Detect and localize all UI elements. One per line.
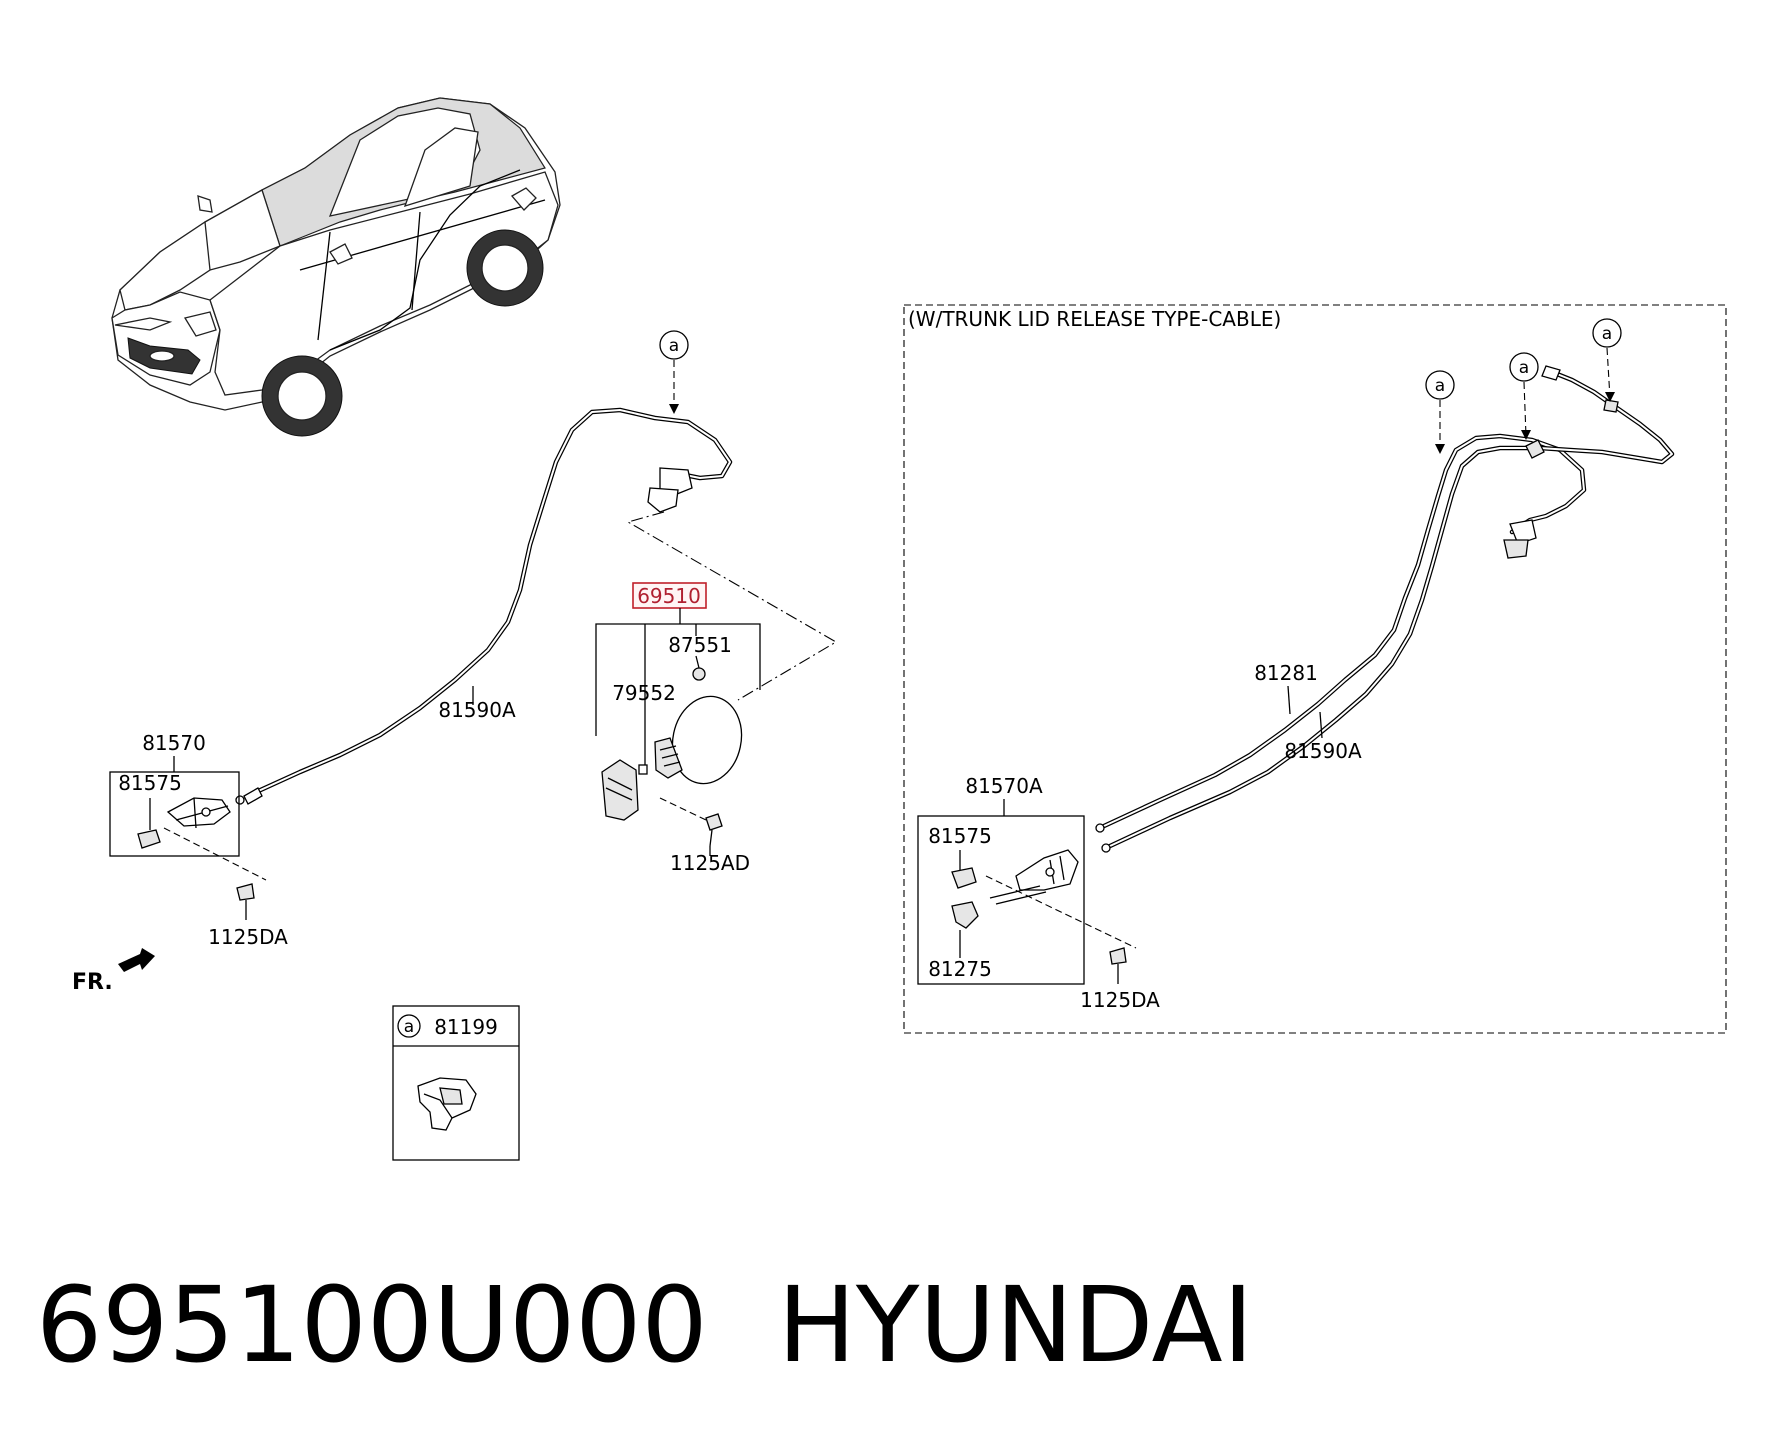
part-number-69510[interactable]: 69510	[637, 584, 701, 608]
callout-1125da-left[interactable]: 1125DA	[208, 925, 288, 949]
callout-81575-left[interactable]: 81575	[118, 771, 182, 795]
callout-81590a-left[interactable]: 81590A	[438, 698, 516, 722]
inset-ref-a-1: a	[1435, 376, 1445, 396]
inset-title: (W/TRUNK LID RELEASE TYPE-CABLE)	[908, 307, 1281, 331]
callout-81275[interactable]: 81275	[928, 957, 992, 981]
callout-81575-right[interactable]: 81575	[928, 824, 992, 848]
ref-a-label: a	[669, 336, 679, 356]
car-illustration	[111, 97, 561, 437]
callout-79552[interactable]: 79552	[612, 681, 676, 705]
inset-ref-a-3: a	[1602, 324, 1612, 344]
inset-ref-a-2: a	[1519, 358, 1529, 378]
callout-1125ad[interactable]: 1125AD	[670, 851, 750, 875]
callout-81590a-right[interactable]: 81590A	[1284, 739, 1362, 763]
fuel-door-assembly: 69510	[595, 582, 761, 856]
callout-81570[interactable]: 81570	[142, 731, 206, 755]
footer-brand: HYUNDAI	[777, 1264, 1254, 1386]
callout-87551[interactable]: 87551	[668, 633, 732, 657]
highlight-box-69510	[632, 582, 707, 609]
callout-81570a[interactable]: 81570A	[965, 774, 1043, 798]
ref-a-left: a	[659, 330, 689, 414]
front-arrow-icon	[118, 948, 155, 972]
inset-trunk-release: (W/TRUNK LID RELEASE TYPE-CABLE) a a a 8…	[903, 304, 1727, 1034]
front-direction-indicator: FR.	[72, 948, 155, 995]
footer-part-number: 695100U000	[36, 1264, 708, 1386]
callout-1125da-right[interactable]: 1125DA	[1080, 988, 1160, 1012]
cable-81590a-left	[235, 407, 733, 805]
clip-box-81199: a 81199	[392, 1005, 520, 1161]
front-label: FR.	[72, 970, 113, 995]
clip-ref-a: a	[404, 1017, 414, 1037]
callout-81199[interactable]: 81199	[434, 1015, 498, 1039]
callout-81281[interactable]: 81281	[1254, 661, 1318, 685]
footer: 695100U000 HYUNDAI	[36, 1260, 1253, 1390]
release-lever-81570: 81570 81575 1125DA	[109, 731, 288, 949]
